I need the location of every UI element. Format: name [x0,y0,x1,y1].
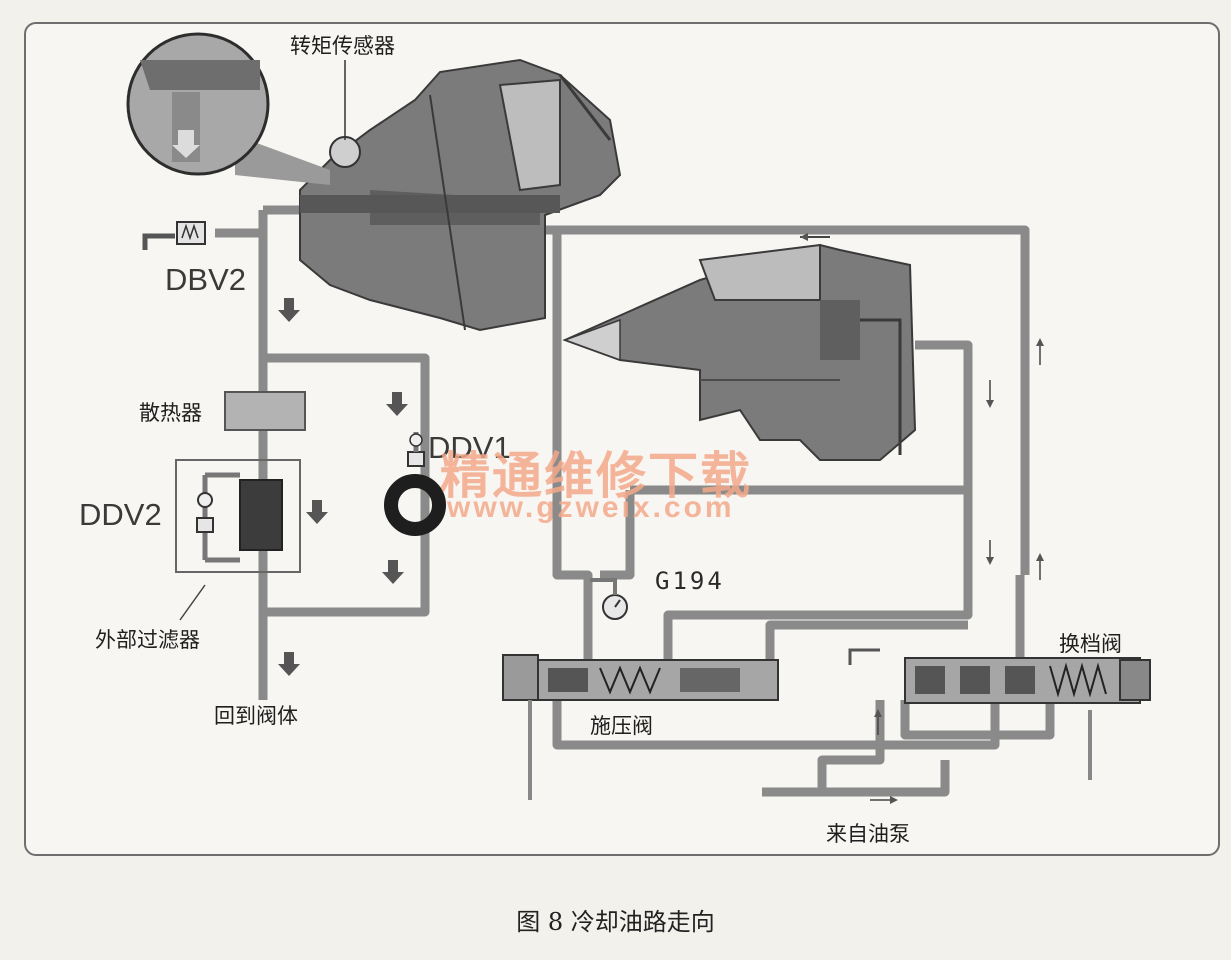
from-oil-pump-label: 来自油泵 [826,822,910,846]
primary-pulley-housing [299,58,622,332]
flow-arrows [278,233,1044,804]
torque-sensor-label: 转矩传感器 [290,34,395,58]
down-arrow-icon [386,392,408,416]
pipe-center-right [630,340,973,495]
return-to-valve-body-label: 回到阀体 [214,704,298,728]
flow-arrow-icon [172,130,200,158]
pipe-pump-left [817,700,885,792]
dbv2-valve [142,221,206,250]
watermark-text: 精通维修下载 [440,446,752,505]
down-arrow-icon [278,298,300,322]
radiator-label: 散热器 [139,401,202,425]
dbv2-label: DBV2 [165,262,246,297]
oil-pipes [215,205,1055,797]
external-filter-icon [239,479,283,551]
pipe-shift-lower [900,700,1055,740]
ddv2-filter-assembly [175,459,301,621]
down-arrow-icon [306,500,328,524]
external-filter-label: 外部过滤器 [95,628,200,652]
pipe-center-branch [600,490,635,580]
down-arrow-icon [382,560,404,584]
shift-valve-label: 换档阀 [1059,632,1122,656]
pressure-valve-label: 施压阀 [590,714,653,738]
ddv1-label: DDV1 [428,430,511,465]
ddv2-label: DDV2 [79,497,162,532]
torque-sensor-icon [329,136,361,168]
radiator-icon [224,391,306,431]
down-arrow-icon [278,652,300,676]
pressure-valve [502,654,779,800]
shift-valve [848,648,1151,780]
secondary-pulley-housing [562,243,917,461]
pipe-pump-supply [762,760,950,797]
pipe-center-down [552,230,593,665]
watermark-url: www.gzweix.com [447,491,735,524]
magnifier-callout [126,32,330,185]
pipe-bottom-pressure [552,700,1000,750]
pipe-right-down [663,490,973,660]
ddv1-valve [384,432,446,536]
pipe-top-right [540,225,1030,575]
figure-caption: 图 8 冷却油路走向 [516,908,715,936]
pipe-shift-link [765,620,968,660]
g194-label: G194 [655,567,725,595]
g194-pressure-gauge [590,578,628,620]
